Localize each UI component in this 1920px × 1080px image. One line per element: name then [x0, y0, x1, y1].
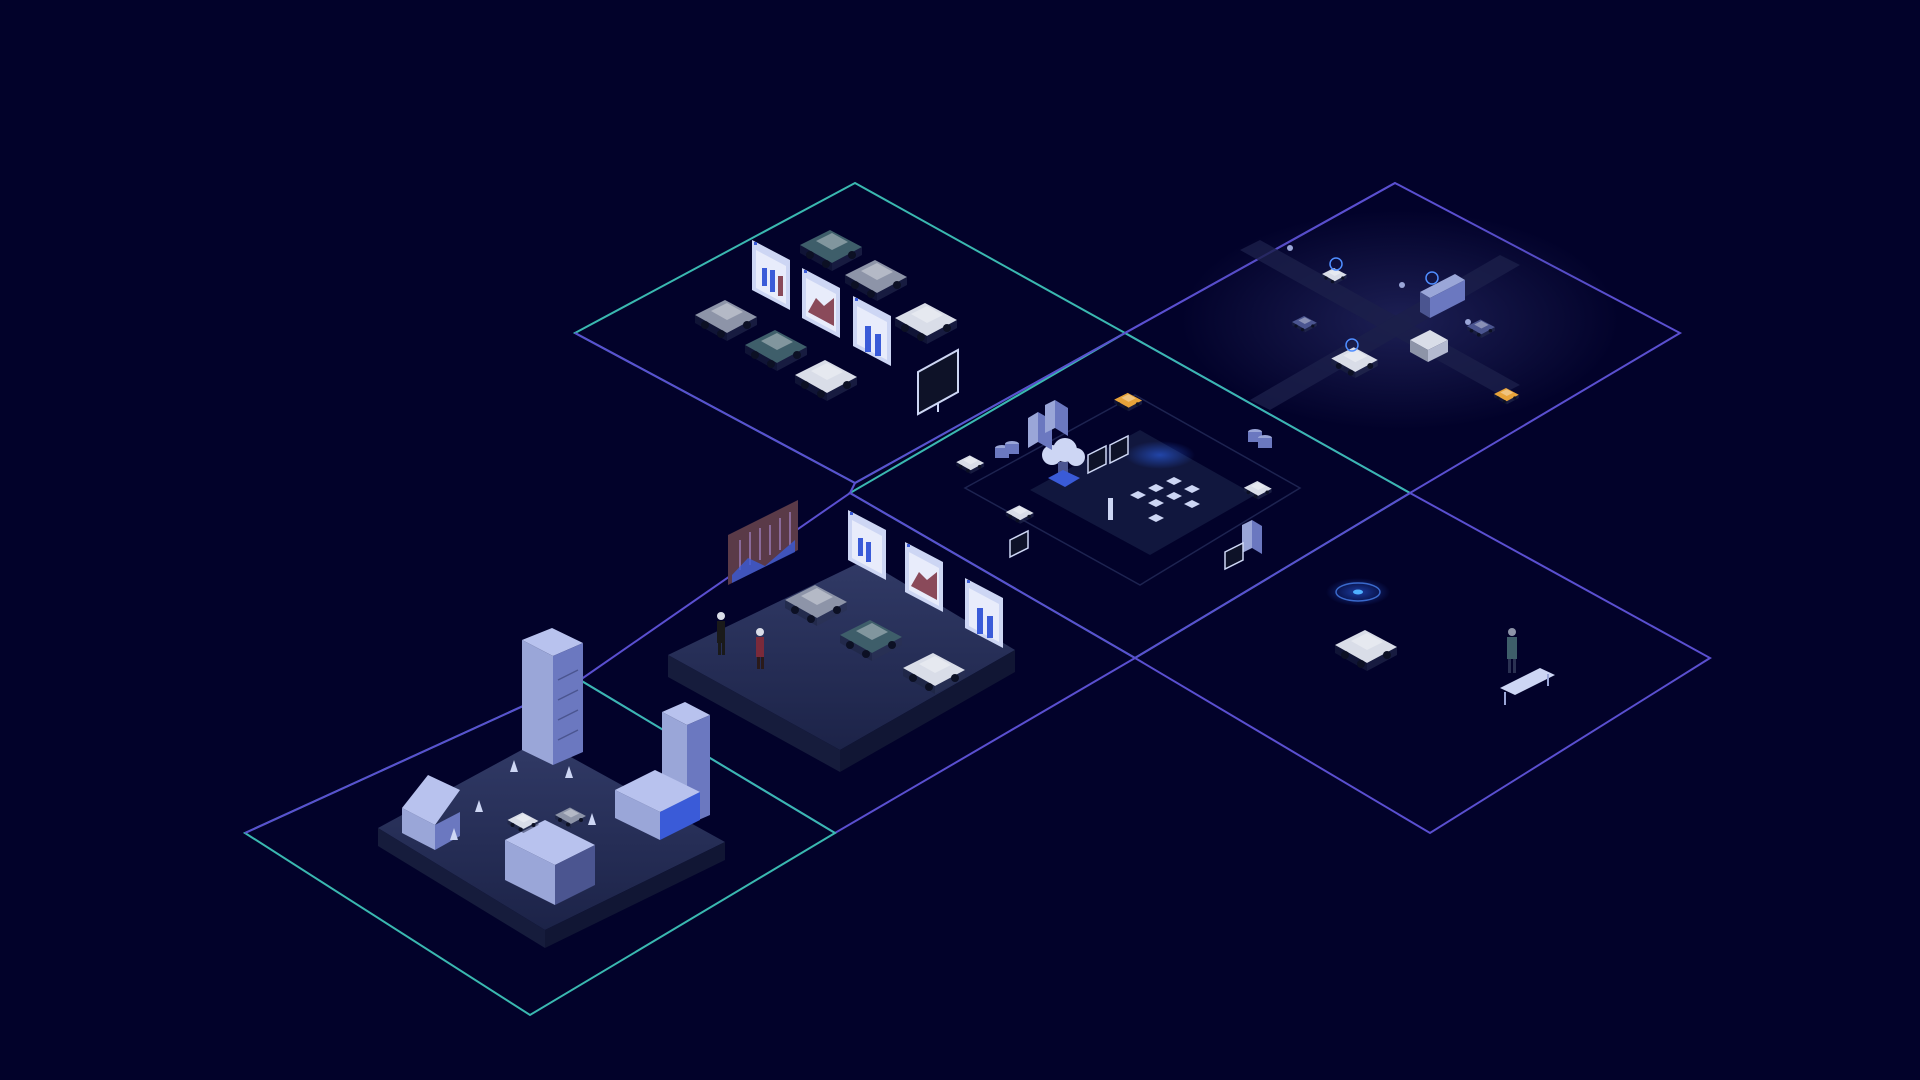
intersection-scene	[1180, 210, 1620, 430]
sedan-icon	[895, 303, 957, 344]
signal-beacon-icon	[1326, 578, 1390, 606]
person-icon	[1507, 628, 1517, 673]
person-icon	[717, 612, 725, 655]
database-icon	[1248, 429, 1272, 448]
person-icon	[1465, 319, 1471, 325]
database-icon	[995, 441, 1019, 458]
area-chart-panel-icon	[802, 268, 840, 338]
person-icon	[1287, 245, 1293, 251]
monitor-icon	[1009, 434, 1244, 571]
signal-beacon-icon	[1345, 338, 1359, 352]
server-rack-icon	[1028, 400, 1068, 450]
showroom-scene	[668, 500, 1015, 772]
suv-icon	[745, 330, 807, 371]
city-block-scene	[378, 628, 725, 948]
sedan-icon	[1005, 505, 1034, 524]
office-building-icon	[615, 770, 700, 840]
van-icon	[1410, 330, 1448, 362]
house-icon	[402, 775, 460, 850]
bus-icon	[1420, 274, 1465, 318]
sedan-icon	[1114, 392, 1143, 412]
bar-chart-panel-icon	[965, 578, 1003, 648]
sedan-icon	[1335, 630, 1397, 671]
sedan-icon	[845, 260, 907, 301]
data-center-scene	[956, 392, 1302, 586]
sedan-icon	[795, 360, 857, 401]
bench-icon	[1500, 668, 1555, 705]
parking-lot-scene	[695, 230, 959, 416]
area-chart-panel-icon	[905, 542, 943, 612]
tree-markers	[450, 760, 596, 840]
cloud-icon	[1042, 438, 1085, 487]
bar-chart-panel-icon	[752, 240, 790, 310]
robotaxi-tile[interactable]	[1133, 491, 1712, 835]
person-icon	[1399, 282, 1405, 288]
monitor-icon	[917, 348, 959, 416]
server-rack-icon	[1242, 520, 1262, 554]
signal-beacon-icon	[1329, 257, 1343, 271]
office-building-icon	[505, 820, 595, 905]
sedan-icon	[956, 455, 985, 474]
office-tower-icon	[522, 628, 583, 765]
bar-chart-panel-icon	[853, 296, 891, 366]
bar-chart-panel-icon	[848, 510, 886, 580]
person-icon	[756, 628, 764, 669]
sedan-icon	[695, 300, 757, 341]
robotaxi-scene	[1326, 578, 1555, 705]
suv-icon	[800, 230, 862, 271]
grid-tiles	[1130, 477, 1200, 522]
analytics-wall-screen	[728, 500, 798, 585]
signal-beacon-icon	[1425, 271, 1439, 285]
